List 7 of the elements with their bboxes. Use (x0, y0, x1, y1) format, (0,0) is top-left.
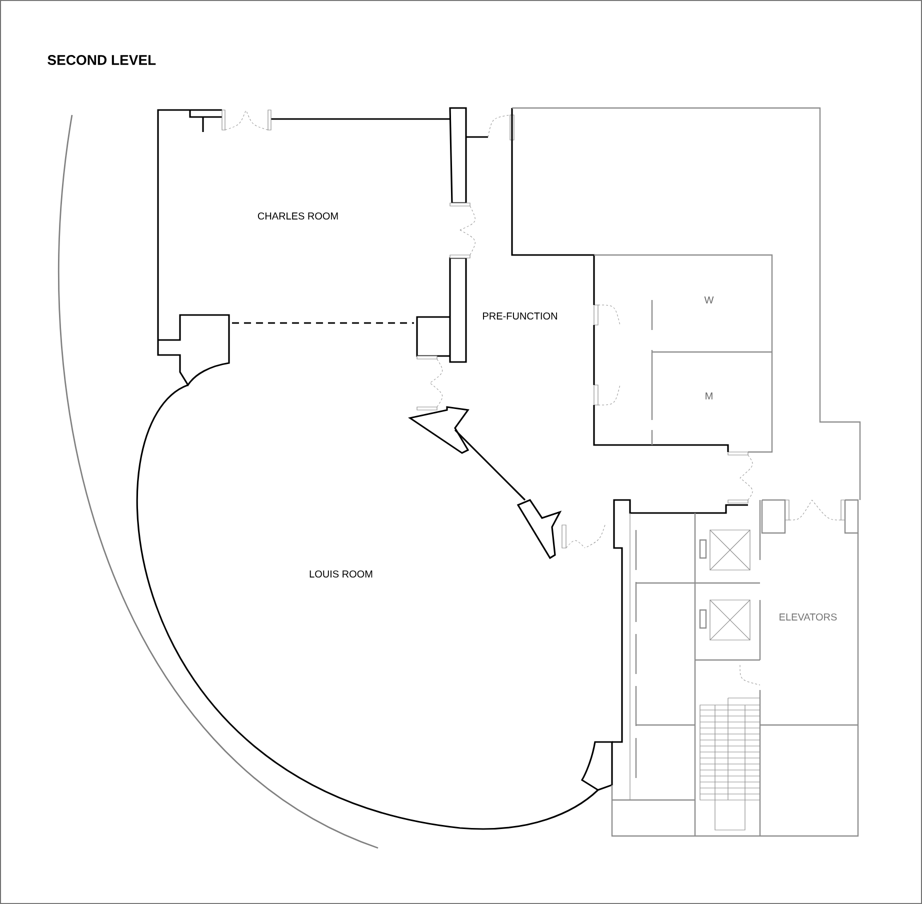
room-label: W (704, 296, 714, 304)
room-label: M (706, 392, 712, 400)
room-label: CHARLES ROOM (258, 212, 338, 220)
heading: SECOND LEVEL (48, 55, 156, 65)
room-label: PRE-FUNCTION (483, 312, 557, 320)
room-label: LOUIS ROOM (310, 570, 372, 578)
room-label: ELEVATORS (780, 613, 837, 621)
